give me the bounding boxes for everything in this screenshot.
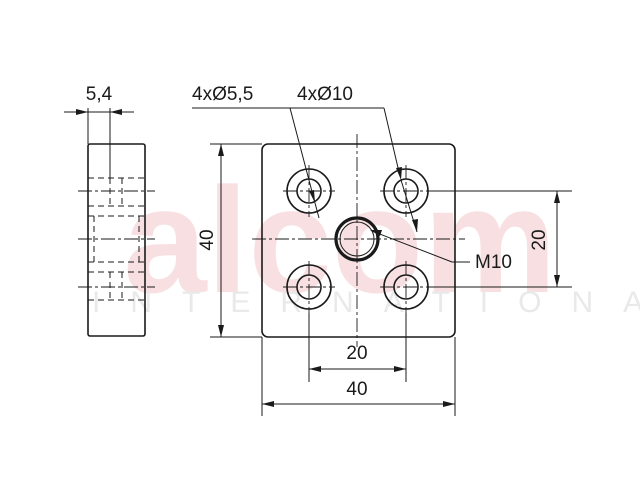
height-label: 40 <box>197 229 218 250</box>
watermark: alcom INTERNATIONAL <box>92 156 640 324</box>
center-thread-label: M10 <box>475 252 512 273</box>
small-holes-label: 4xØ5,5 <box>192 84 253 105</box>
front-view-body <box>261 143 456 338</box>
watermark-subtitle: INTERNATIONAL <box>92 286 640 319</box>
counterbore-hole-bottom-right <box>380 261 432 313</box>
width-dimension <box>261 337 456 416</box>
side-view: 5,4 <box>64 84 155 337</box>
leader-large-holes <box>290 107 418 233</box>
center-threaded-hole <box>334 216 380 262</box>
side-thickness-label: 5,4 <box>86 84 113 105</box>
leader-small-holes <box>192 107 320 219</box>
counterbore-hole-bottom-left <box>283 261 335 313</box>
vertical-pitch-dimension <box>430 190 572 288</box>
counterbore-hole-top-right <box>380 165 432 217</box>
horizontal-pitch-dimension <box>308 313 407 382</box>
large-holes-label: 4xØ10 <box>297 84 353 105</box>
vertical-pitch-label: 20 <box>529 229 550 250</box>
width-label: 40 <box>346 379 367 400</box>
leader-center-thread <box>370 230 470 263</box>
height-dimension <box>210 143 262 338</box>
side-view-body <box>87 143 146 337</box>
front-view: 4xØ5,5 4xØ10 M10 40 <box>192 84 572 416</box>
horizontal-pitch-label: 20 <box>346 343 367 364</box>
